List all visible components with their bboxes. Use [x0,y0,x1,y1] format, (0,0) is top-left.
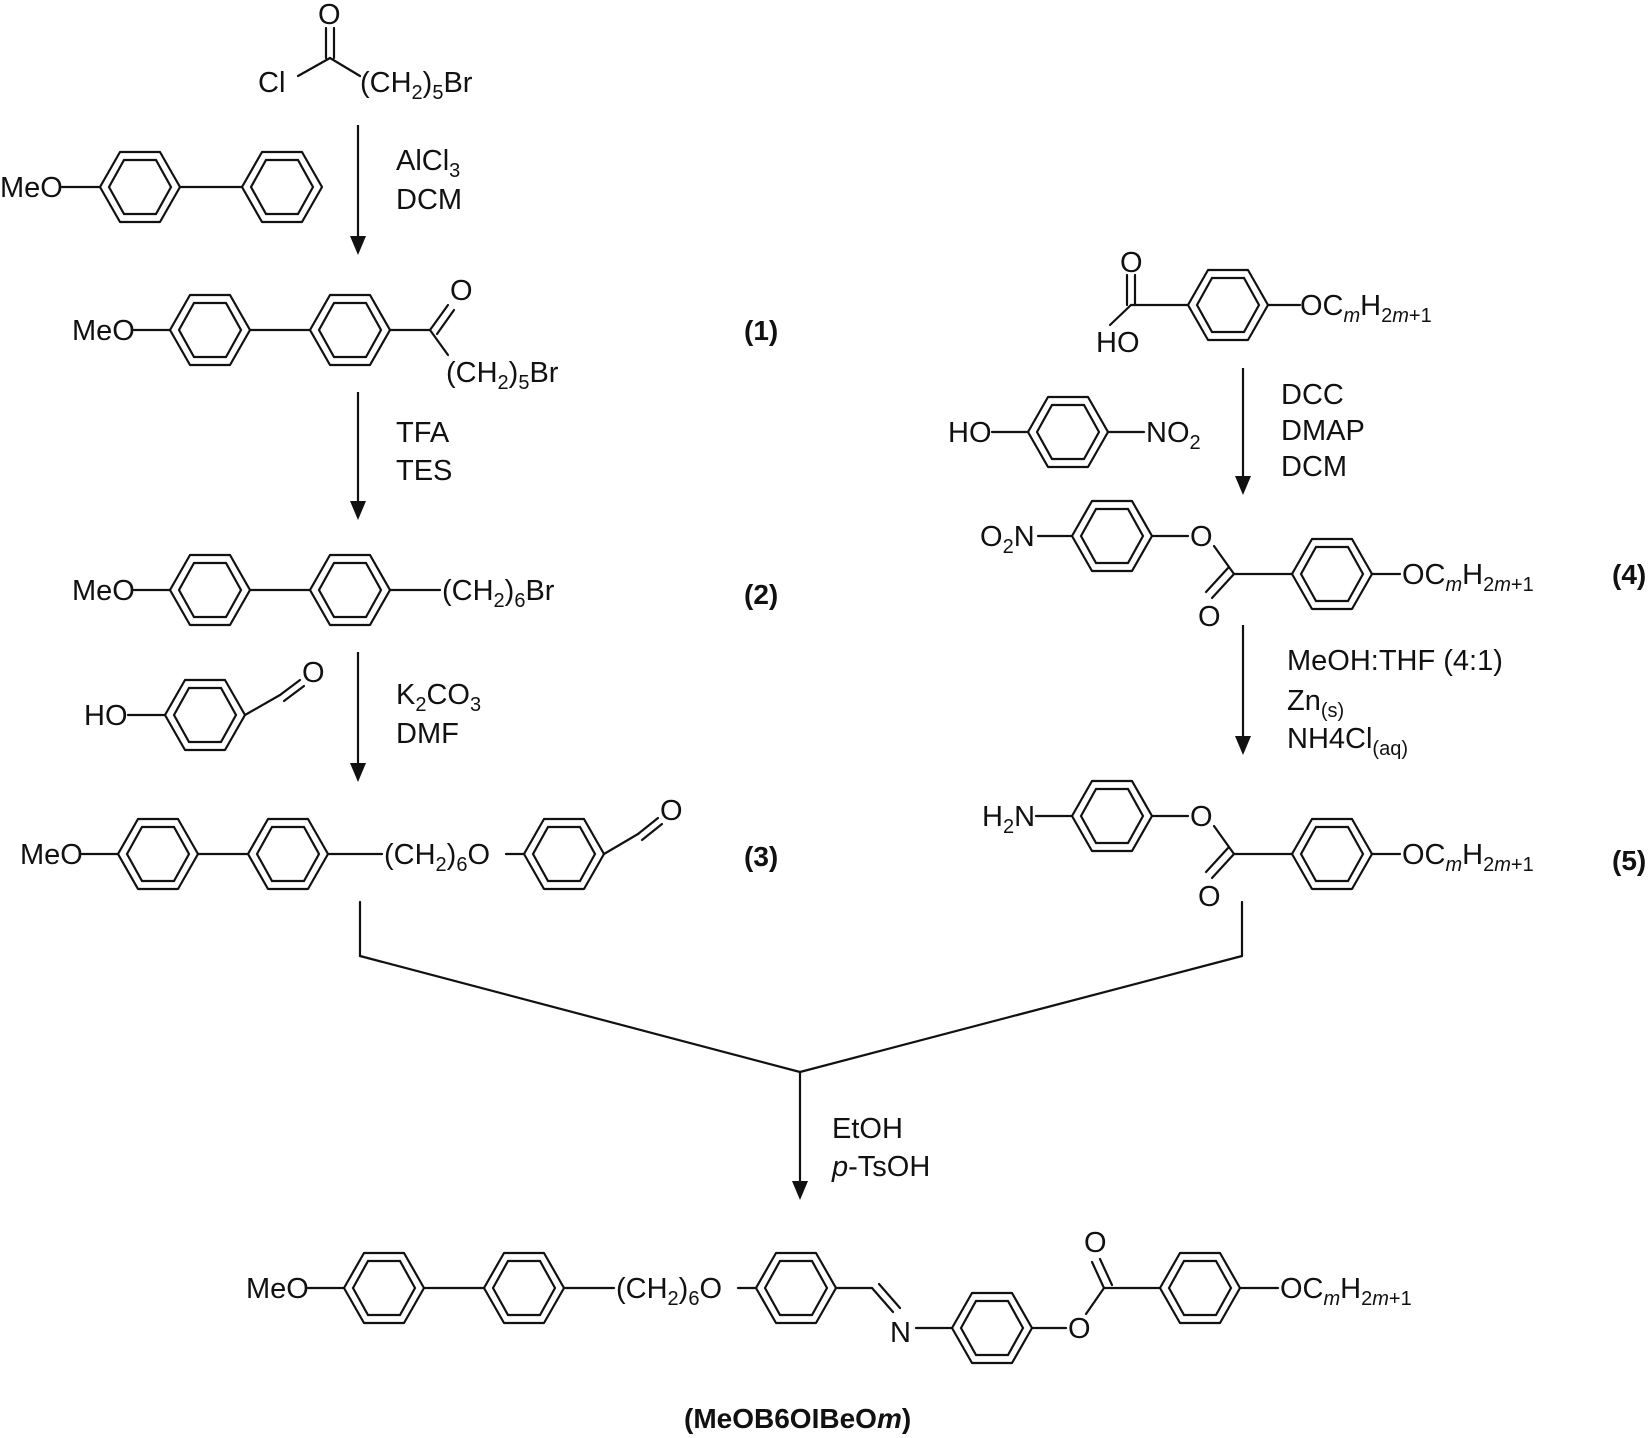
reagent-dcm-2: DCM [1281,451,1347,483]
ester-o-label: O [1190,521,1213,553]
methoxybiphenyl: MeO [0,150,324,224]
aldehyde-o-label: O [302,657,325,689]
carbonyl-o-label: O [1198,601,1221,633]
ketone-o-label: O [450,275,473,307]
final-product: MeO (CH2)6O N O O OCmH2m+1 (MeOB6OIBeOm) [246,1227,1412,1434]
compound-label-1: (1) [744,315,778,346]
convergence-lines [358,900,1244,1074]
reagent-tfa: TFA [396,417,450,449]
chain-label: (CH2)5Br [446,357,559,394]
carbonyl-o-label: O [1084,1227,1107,1259]
ester-o-label: O [1190,801,1213,833]
chain-label: (CH2)6O [384,839,490,876]
reagent-dcm-1: DCM [396,184,462,216]
reagent-nh4cl: NH4Cl(aq) [1287,723,1408,760]
compound-label-5: (5) [1612,845,1646,876]
acyl-chloride: O Cl (CH2)5Br [258,0,473,104]
meo-label: MeO [72,575,135,607]
no2-label: NO2 [1146,417,1201,454]
compound-5: H2N O O OCmH2m+1 (5) [982,779,1646,913]
ho-label: HO [1096,327,1140,359]
carbonyl-o-label: O [318,0,341,31]
compound-label-3: (3) [744,841,778,872]
reagent-tes: TES [396,455,452,487]
meo-label: MeO [72,315,135,347]
reagent-ptsoh: p-TsOH [831,1151,930,1183]
ho-label: HO [84,700,128,732]
meo-label: MeO [246,1273,309,1305]
compound-label-2: (2) [744,579,778,610]
chain-label: (CH2)6O [616,1273,722,1310]
chain-label: (CH2)5Br [360,67,473,104]
ho-label: HO [948,417,992,449]
reagent-dcc: DCC [1281,379,1344,411]
reagent-alcl3: AlCl3 [396,145,460,182]
nitrophenol: HO NO2 [948,395,1201,469]
alkoxy-label: OCmH2m+1 [1300,290,1432,327]
o2n-label: O2N [980,521,1035,558]
reagent-dmf: DMF [396,718,459,750]
alkoxy-label: OCmH2m+1 [1402,839,1534,876]
compound-2: MeO (CH2)6Br (2) [72,553,778,627]
reagent-dmap: DMAP [1281,415,1365,447]
reagent-zn: Zn(s) [1287,685,1344,722]
alkoxy-label: OCmH2m+1 [1402,559,1534,596]
h2n-label: H2N [982,801,1035,838]
carbonyl-o-label: O [1198,881,1221,913]
reagent-meoh-thf: MeOH:THF (4:1) [1287,645,1503,677]
compound-1: MeO O (CH2)5Br (1) [72,275,778,394]
imine-n-label: N [890,1317,911,1349]
compound-4: O2N O O OCmH2m+1 (4) [980,499,1646,633]
hydroxybenzaldehyde: HO O [84,657,325,752]
alkoxybenzoic-acid: O HO OCmH2m+1 [1096,247,1432,359]
final-compound-label: (MeOB6OIBeOm) [684,1403,911,1434]
reagent-k2co3: K2CO3 [396,679,481,716]
ester-o-label: O [1068,1313,1091,1345]
aldehyde-o-label: O [660,795,683,827]
alkoxy-label: OCmH2m+1 [1280,1273,1412,1310]
chain-label: (CH2)6Br [442,575,555,612]
reagent-etoh: EtOH [832,1113,903,1145]
chloride-label: Cl [258,67,285,99]
compound-3: MeO (CH2)6O O (3) [20,795,778,891]
acid-o-label: O [1120,247,1143,279]
meo-label: MeO [0,172,63,204]
meo-label: MeO [20,839,83,871]
compound-label-4: (4) [1612,559,1646,590]
